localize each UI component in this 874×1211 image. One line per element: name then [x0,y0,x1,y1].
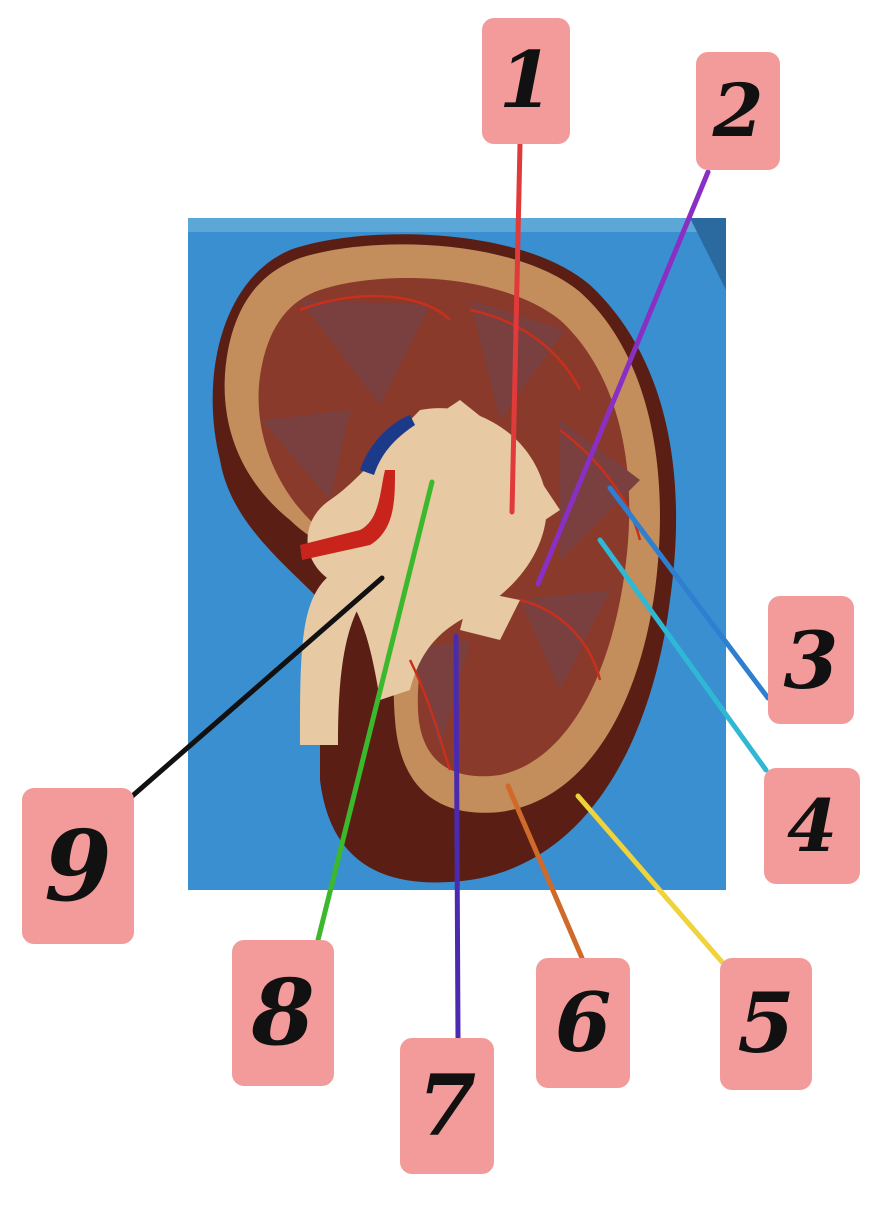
leader-line-2 [535,169,711,587]
label-number: 2 [712,67,764,154]
renal-pyramid-top [300,300,430,405]
photo-top-edge [188,218,726,232]
label-number: 9 [44,808,112,923]
renal-pyramid-right [560,420,640,560]
photo-corner-shadow [690,218,726,290]
leader-line-4 [597,537,769,773]
renal-vein [360,415,415,475]
label-box-3: 3 [768,596,854,724]
label-box-8: 8 [232,940,334,1086]
label-number: 1 [498,35,554,126]
label-box-5: 5 [720,958,812,1090]
leader-line-8 [315,479,435,943]
leader-line-3 [607,485,771,701]
label-number: 7 [417,1056,477,1155]
label-box-4: 4 [764,768,860,884]
label-box-6: 6 [536,958,630,1088]
label-box-9: 9 [22,788,134,944]
arcuate-vessels [299,294,642,771]
label-box-2: 2 [696,52,780,170]
leader-line-7 [453,633,461,1041]
label-number: 8 [251,959,315,1066]
renal-pyramid-left [262,410,350,500]
leader-line-9 [127,575,385,801]
label-number: 5 [737,976,795,1072]
label-box-1: 1 [482,18,570,144]
label-number: 4 [786,783,838,868]
renal-pelvis [307,408,547,700]
label-number: 3 [783,613,839,707]
ureter [300,575,370,745]
leader-line-5 [575,793,725,965]
minor-calyx-lower [460,590,520,640]
leader-line-6 [505,783,585,961]
renal-pyramid-lower-right [520,590,610,690]
leader-lines [127,141,771,1041]
renal-artery [300,470,395,560]
minor-calyx-right [500,480,560,530]
label-box-7: 7 [400,1038,494,1174]
major-calyx-upper [430,400,485,440]
label-number: 6 [554,975,612,1071]
leader-line-1 [509,141,523,515]
